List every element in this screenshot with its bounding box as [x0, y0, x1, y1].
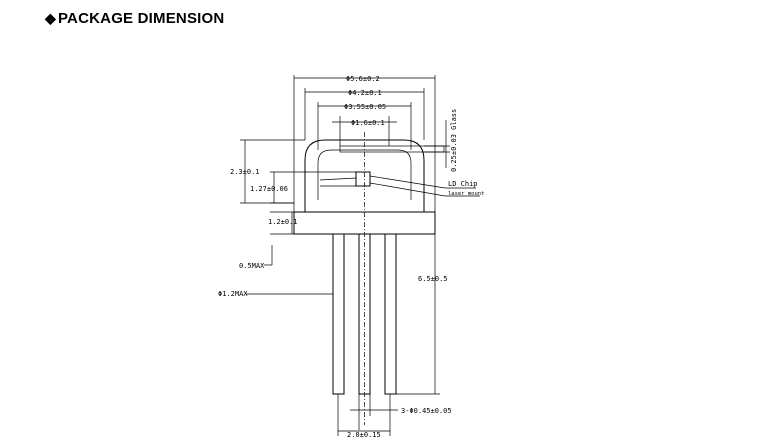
- chip-base-line: [319, 177, 357, 181]
- window-outer-label: Φ3.55±0.05: [344, 103, 386, 111]
- leads: [332, 132, 397, 425]
- window-inner-label: Φ1.6±0.1: [351, 119, 385, 127]
- laser-mount-label: laser mount: [448, 191, 484, 197]
- dimension-labels: Φ5.6±0.2 Φ4.2±0.1 Φ3.55±0.05 Φ1.6±0.1 0.…: [218, 75, 484, 439]
- pin-circle-label: Φ1.2MAX: [218, 290, 248, 298]
- lead-length-dimension: [396, 234, 440, 395]
- ld-chip-leader: [369, 175, 446, 189]
- top-dimensions: [293, 75, 450, 212]
- mount-leader: [369, 182, 446, 197]
- lead-dia-label: 3-Φ0.45±0.05: [401, 407, 452, 415]
- diamond-bullet-icon: ◆: [45, 10, 56, 26]
- glass-label: 0.25±0.03 Glass: [450, 109, 458, 172]
- lead-length-label: 6.5±0.5: [418, 275, 448, 283]
- lead-right: [384, 233, 397, 395]
- height-label: 2.3±0.1: [230, 168, 260, 176]
- cap-diameter-label: Φ4.2±0.1: [348, 89, 382, 97]
- flange-label: 1.2±0.1: [268, 218, 298, 226]
- ld-chip: [355, 171, 371, 187]
- lead-left: [332, 233, 345, 395]
- pin-spacing-label: 0.5MAX: [239, 262, 265, 270]
- section-heading-text: PACKAGE DIMENSION: [57, 10, 225, 27]
- outer-diameter-label: Φ5.6±0.2: [346, 75, 380, 83]
- pcd-label: 2.0±0.15: [347, 431, 381, 439]
- section-heading: ◆PACKAGE DIMENSION: [45, 10, 224, 27]
- chip-height-label: 1.27±0.06: [250, 185, 288, 193]
- ld-chip-label: LD Chip: [448, 180, 478, 188]
- window-glass: [339, 145, 445, 153]
- bottom-dimensions: [337, 394, 398, 436]
- package-body: [293, 139, 480, 235]
- left-dimensions: [240, 139, 356, 295]
